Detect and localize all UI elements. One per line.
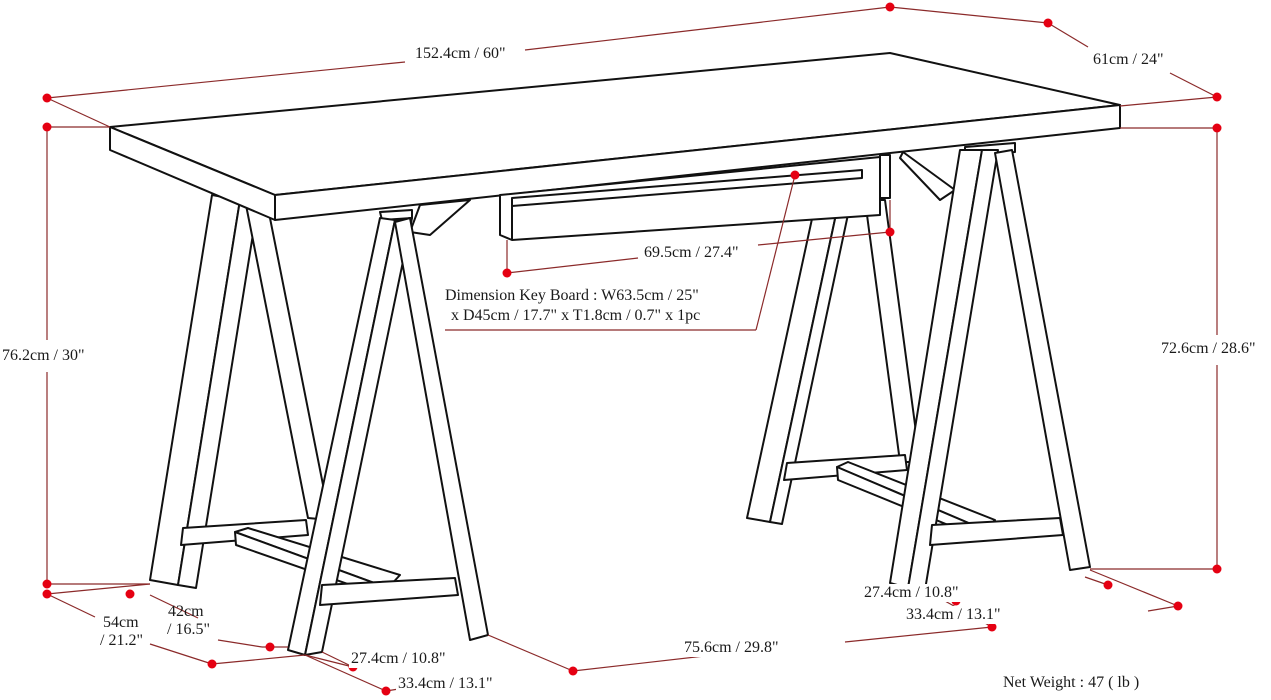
right-sawhorse-front: [889, 142, 1091, 591]
base-depth-inner-inches-label: / 16.5": [167, 621, 210, 638]
right-leg-outer-label: 33.4cm / 13.1": [904, 606, 1003, 624]
top-depth-label: 61cm / 24": [1091, 51, 1166, 69]
tray-width-label: 69.5cm / 27.4": [642, 244, 741, 262]
left-leg-outer-label: 33.4cm / 13.1": [396, 675, 495, 693]
left-leg-inner-label: 27.4cm / 10.8": [349, 650, 448, 668]
keyboard-note-line-1: Dimension Key Board : W63.5cm / 25": [445, 287, 699, 304]
keyboard-note-line-2: x D45cm / 17.7" x T1.8cm / 0.7" x 1pc: [451, 307, 701, 324]
right-leg-inner-label: 27.4cm / 10.8": [862, 584, 961, 602]
left-front-stretcher: [319, 577, 459, 606]
right-front-stretcher: [929, 517, 1064, 546]
base-depth-inner-label: 42cm: [168, 603, 204, 620]
left-sawhorse-front: [287, 209, 489, 656]
keyboard-tray: [409, 151, 956, 241]
dimension-lines: [46, 6, 1218, 692]
between-bases-label: 75.6cm / 29.8": [682, 639, 781, 657]
base-depth-outer-label: 54cm: [103, 614, 139, 631]
top-length-label: 152.4cm / 60": [413, 45, 508, 63]
overall-height-label: 76.2cm / 30": [0, 347, 87, 365]
clearance-height-label: 72.6cm / 28.6": [1159, 340, 1258, 358]
keyboard-dimension-note: Dimension Key Board : W63.5cm / 25" x D4…: [445, 286, 700, 326]
base-depth-outer-inches-label: / 21.2": [100, 632, 143, 649]
net-weight-label: Net Weight : 47 ( lb ): [1003, 674, 1140, 691]
